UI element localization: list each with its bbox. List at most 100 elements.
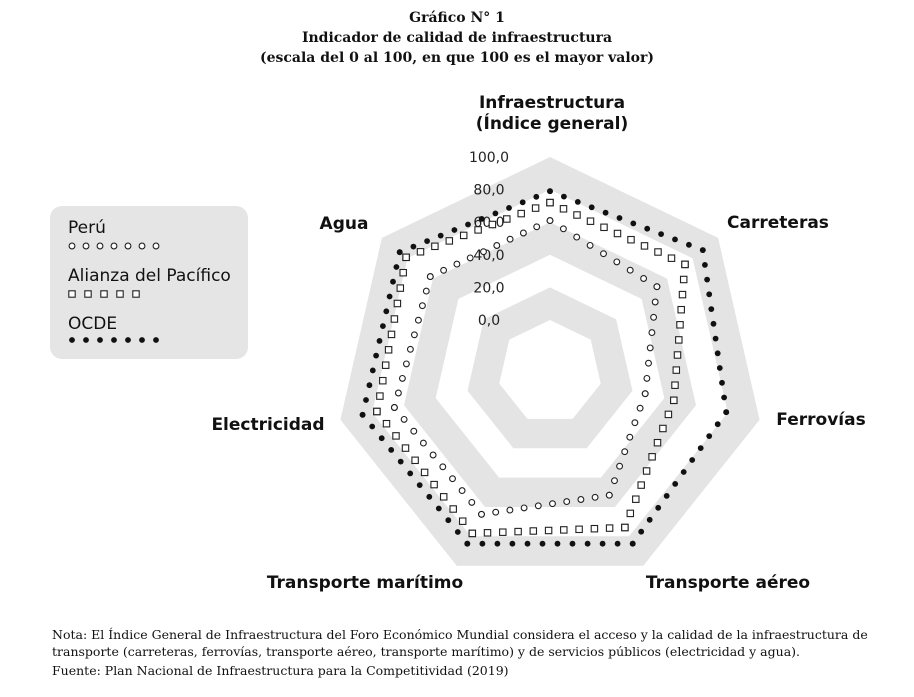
- series-marker: [439, 463, 447, 471]
- tick-label: 100,0: [469, 150, 509, 166]
- series-marker: [672, 236, 678, 243]
- data-point: [670, 396, 678, 405]
- legend-label-alianza: Alianza del Pacífico: [68, 266, 231, 286]
- grid-band-0: [499, 320, 601, 419]
- series-marker: [478, 216, 485, 222]
- series-marker: [439, 493, 448, 501]
- legend-marker: [111, 337, 117, 343]
- series-marker: [394, 389, 402, 397]
- series-marker: [393, 264, 400, 270]
- tick-label: 40,0: [473, 248, 504, 264]
- series-marker: [586, 241, 594, 249]
- axis-labels: Infraestructura(Índice general)Carretera…: [211, 93, 865, 593]
- data-point: [373, 407, 381, 416]
- legend-marker-ocde: [69, 337, 159, 343]
- series-marker: [399, 268, 407, 277]
- figure-number: Gráfico N° 1: [409, 10, 505, 26]
- series-marker: [366, 382, 373, 389]
- series-marker: [611, 477, 618, 485]
- series-marker: [636, 404, 644, 412]
- series-marker: [533, 193, 540, 200]
- series-marker: [554, 540, 561, 547]
- series-marker: [445, 237, 454, 245]
- series-marker: [492, 210, 499, 217]
- series-marker: [393, 299, 402, 308]
- legend-marker: [82, 242, 90, 250]
- data-point: [546, 198, 554, 207]
- series-1: [373, 198, 689, 538]
- legend-marker-alianza: [68, 290, 140, 298]
- series-marker: [712, 335, 719, 342]
- series-marker: [654, 248, 662, 256]
- series-marker: [613, 258, 621, 266]
- series-marker: [616, 462, 624, 470]
- series-marker: [402, 360, 410, 368]
- data-point: [681, 260, 689, 269]
- series-marker: [363, 397, 369, 403]
- data-point: [653, 283, 661, 291]
- series-marker: [658, 231, 664, 238]
- series-marker: [449, 505, 457, 513]
- data-point: [390, 404, 398, 411]
- series-marker: [575, 525, 583, 534]
- series-marker: [559, 225, 567, 233]
- series-marker: [706, 433, 713, 439]
- series-marker: [704, 276, 710, 283]
- tick-label: 80,0: [473, 183, 504, 199]
- series-marker: [431, 242, 439, 251]
- legend-marker: [84, 290, 92, 298]
- series-marker: [586, 217, 595, 225]
- legend-marker-peru: [68, 242, 160, 250]
- legend-marker: [116, 290, 124, 298]
- series-marker: [435, 505, 442, 512]
- axis-label: Carreteras: [727, 213, 829, 233]
- legend-marker: [153, 337, 159, 343]
- data-point: [402, 253, 410, 262]
- series-marker: [506, 506, 514, 514]
- series-marker: [426, 493, 433, 500]
- series-marker: [449, 475, 456, 483]
- series-marker: [445, 517, 452, 524]
- series-marker: [401, 444, 410, 452]
- series-marker: [483, 529, 492, 537]
- series-marker: [379, 376, 387, 385]
- series-marker: [613, 229, 622, 238]
- legend-marker: [132, 290, 140, 298]
- source-text: Fuente: Plan Nacional de Infraestructura…: [52, 663, 509, 678]
- series-marker: [480, 248, 487, 256]
- note-text: Nota: El Índice General de Infraestructu…: [52, 627, 868, 659]
- series-marker: [517, 209, 525, 218]
- series-marker: [719, 379, 725, 386]
- series-marker: [602, 209, 609, 216]
- series-marker: [686, 241, 692, 248]
- series-marker: [549, 500, 556, 508]
- series-marker: [390, 315, 399, 323]
- series-marker: [440, 266, 448, 274]
- series-marker: [410, 243, 417, 250]
- series-marker: [387, 330, 396, 339]
- legend-marker: [97, 337, 103, 343]
- series-marker: [645, 359, 652, 367]
- series-marker: [626, 433, 634, 441]
- series-marker: [429, 451, 437, 459]
- series-marker: [382, 419, 391, 428]
- series-marker: [420, 468, 429, 477]
- series-marker: [584, 540, 591, 547]
- series-marker: [676, 321, 684, 329]
- series-marker: [392, 432, 400, 440]
- series-marker: [380, 323, 386, 329]
- series-marker: [410, 427, 418, 435]
- series-marker: [411, 456, 419, 465]
- legend-marker: [83, 337, 89, 343]
- legend-marker: [125, 337, 131, 343]
- series-marker: [493, 242, 501, 249]
- series-marker: [381, 361, 390, 369]
- series-0: [390, 217, 661, 518]
- data-point: [641, 390, 649, 398]
- data-point: [699, 247, 706, 254]
- series-marker: [534, 502, 542, 510]
- legend-label-peru: Perú: [68, 218, 106, 238]
- data-point: [478, 510, 485, 518]
- axis-label: Electricidad: [211, 415, 324, 435]
